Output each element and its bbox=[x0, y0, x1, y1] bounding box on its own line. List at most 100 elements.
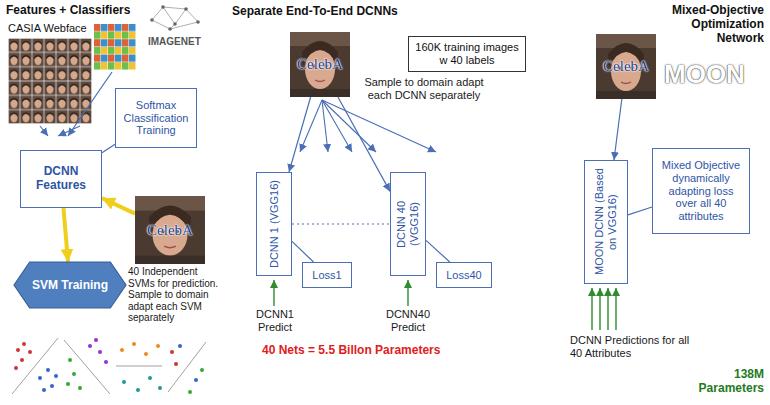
face-photo bbox=[135, 196, 205, 264]
output-label: DCNN40 Predict bbox=[380, 308, 436, 333]
loss-box: Loss40 bbox=[436, 262, 492, 288]
connector-line bbox=[628, 207, 652, 215]
input-arrow bbox=[68, 72, 112, 136]
network-graph bbox=[161, 5, 165, 9]
section-title: Mixed-Objective Optimization Network bbox=[659, 4, 764, 45]
fan-arrow bbox=[322, 100, 436, 152]
scatter-plot bbox=[28, 350, 32, 354]
moon-dcnn-box: MOON DCNN (Based on VGG16) bbox=[584, 160, 628, 284]
network-graph bbox=[150, 5, 200, 31]
scatter-plot bbox=[156, 344, 160, 348]
scatter-plot bbox=[200, 368, 204, 372]
fan-arrow bbox=[322, 100, 352, 152]
loss-box: Mixed Objective dynamically adapting los… bbox=[652, 148, 750, 234]
fan-arrow bbox=[322, 100, 376, 152]
scatter-plot bbox=[148, 376, 152, 380]
scatter-plot bbox=[122, 380, 126, 384]
scatter-plot bbox=[46, 368, 50, 372]
imagenet-collage bbox=[94, 24, 136, 70]
prediction-arrow bbox=[615, 288, 616, 330]
scatter-plot bbox=[144, 352, 148, 356]
feature-box: DCNN Features bbox=[20, 150, 102, 208]
scatter-plot bbox=[20, 358, 24, 362]
watermark: CelebA bbox=[297, 56, 343, 73]
network-graph bbox=[186, 9, 198, 22]
dcnn-box: DCNN 1 (VGG16) bbox=[256, 172, 292, 276]
scatter-plot bbox=[104, 360, 108, 364]
box-label: Loss40 bbox=[446, 269, 481, 282]
box-label: Loss1 bbox=[312, 269, 341, 282]
scatter-plot bbox=[158, 386, 162, 390]
face-collage bbox=[8, 38, 92, 124]
box-label: DCNN Features bbox=[25, 165, 97, 193]
box-label: DCNN 1 (VGG16) bbox=[268, 180, 281, 268]
dataset-label: CASIA Webface bbox=[8, 22, 92, 34]
connector-arrow bbox=[614, 99, 622, 160]
face-collage bbox=[8, 38, 92, 124]
connector-arrow bbox=[338, 97, 390, 191]
network-graph bbox=[163, 7, 175, 24]
prediction-arrow bbox=[591, 288, 592, 330]
network-graph bbox=[152, 20, 170, 29]
box-label: SVM Training bbox=[32, 278, 108, 292]
face-photo bbox=[290, 32, 350, 97]
watermark: CelebA bbox=[147, 222, 193, 239]
face-photo bbox=[596, 34, 656, 99]
scatter-plot bbox=[42, 388, 46, 392]
imagenet-collage bbox=[94, 24, 136, 70]
network-graph bbox=[168, 27, 172, 31]
scatter-plot bbox=[16, 348, 20, 352]
fan-arrow bbox=[300, 100, 436, 152]
dataset-box: 160K training images w 40 labels bbox=[408, 36, 526, 72]
scatter-plot bbox=[54, 374, 58, 378]
section-title: Features + Classifiers bbox=[6, 3, 156, 17]
network-graph bbox=[196, 20, 200, 24]
hexagon-shape bbox=[14, 262, 126, 308]
box-label: 160K training images w 40 labels bbox=[413, 41, 521, 66]
box-label: Mixed Objective dynamically adapting los… bbox=[657, 159, 745, 222]
network-graph bbox=[175, 9, 186, 24]
scatter-plot bbox=[88, 344, 92, 348]
scatter-plot bbox=[116, 366, 162, 367]
scatter-plot bbox=[38, 376, 42, 380]
watermark: CelebA bbox=[603, 58, 649, 75]
watermark: MOON bbox=[664, 59, 745, 90]
input-arrow bbox=[40, 72, 112, 136]
celeba-image: CelebA bbox=[596, 34, 656, 99]
prediction-arrow bbox=[407, 280, 408, 306]
scatter-plot bbox=[14, 366, 18, 370]
output-label: DCNN Predictions for all 40 Attributes bbox=[570, 334, 690, 359]
softmax-box: Softmax Classification Training bbox=[115, 88, 197, 148]
scatter-plot bbox=[98, 350, 102, 354]
dcnn-box: DCNN 40 (VGG16) bbox=[390, 172, 426, 276]
scatter-plot bbox=[174, 362, 178, 366]
scatter-plot bbox=[120, 348, 124, 352]
connector-arrow bbox=[63, 208, 68, 262]
celeba-image: CelebA bbox=[290, 32, 350, 97]
prediction-arrow bbox=[607, 288, 608, 330]
svm-hexagon: SVM Training bbox=[14, 262, 126, 308]
celeba-image: CelebA bbox=[135, 196, 205, 264]
scatter-plot bbox=[94, 338, 98, 342]
scatter-plot bbox=[170, 350, 174, 354]
scatter-plot bbox=[132, 342, 136, 346]
scatter-plot bbox=[168, 342, 206, 392]
scatter-plot bbox=[50, 384, 54, 388]
note: 40 Independent SVMs for prediction. Samp… bbox=[128, 266, 220, 324]
parameter-count: 138M Parameters bbox=[680, 368, 764, 396]
scatter-plot bbox=[12, 338, 58, 394]
connector-line bbox=[426, 240, 450, 262]
scatter-plot bbox=[22, 342, 26, 346]
connector-arrow bbox=[289, 97, 311, 172]
box-label: DCNN 40 (VGG16) bbox=[395, 177, 420, 271]
output-label: DCNN1 Predict bbox=[248, 308, 302, 333]
network-graph bbox=[163, 7, 186, 9]
scatter-plot bbox=[188, 390, 192, 394]
network-graph bbox=[184, 7, 188, 11]
network-graph bbox=[170, 22, 198, 29]
network-graph bbox=[150, 18, 154, 22]
scatter-plot bbox=[136, 388, 140, 392]
scatter-plot bbox=[64, 340, 110, 394]
box-label: MOON DCNN (Based on VGG16) bbox=[593, 165, 618, 279]
scatter-plot bbox=[78, 386, 82, 390]
